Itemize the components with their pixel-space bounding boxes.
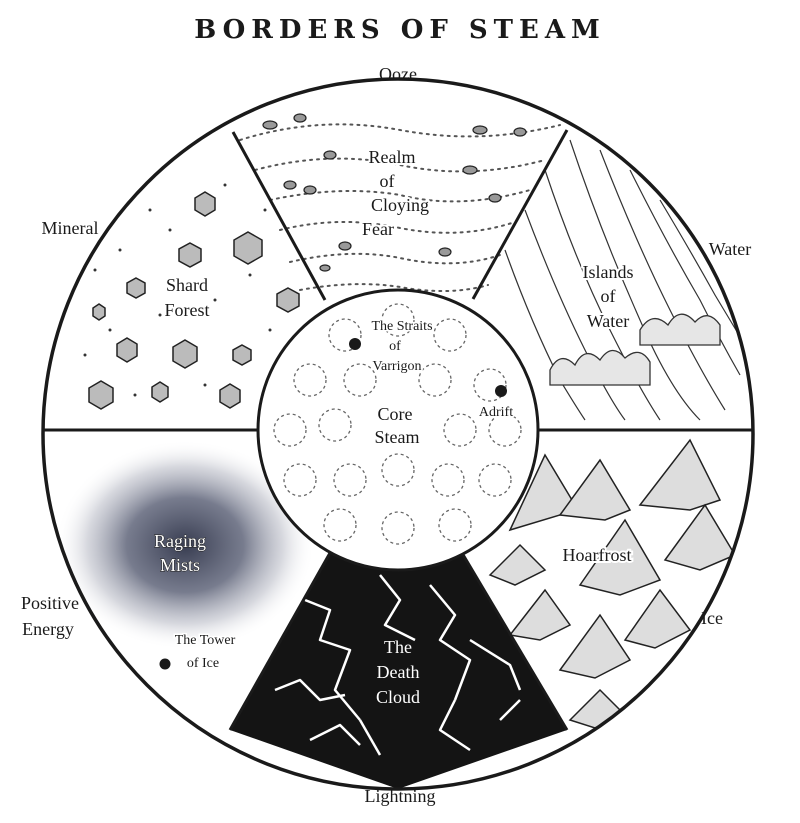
label-energy: Energy <box>22 619 74 639</box>
region-ice-line1: Hoarfrost <box>563 545 632 565</box>
region-core-line2: Steam <box>375 427 420 447</box>
region-mineral-line1: Shard <box>166 275 208 295</box>
plane-boundary-circle <box>41 77 755 791</box>
label-lightning: Lightning <box>365 786 436 806</box>
region-positive-line2: Mists <box>160 555 200 575</box>
core-steam-circle <box>256 288 540 572</box>
region-mineral-line2: Forest <box>165 300 210 320</box>
location-markers <box>159 338 507 670</box>
location-straits-line3: Varrigon <box>373 359 422 374</box>
raging-mists-cloud <box>55 440 315 650</box>
label-ice: Ice <box>701 608 723 628</box>
location-straits-line2: of <box>389 339 401 354</box>
sector-dividers <box>43 129 753 731</box>
mineral-specks <box>83 183 282 397</box>
location-tower-line1: The Tower <box>175 633 236 648</box>
region-ooze-line1: Realm <box>369 147 416 167</box>
marker-straits-of-varrigon <box>349 338 361 350</box>
location-tower-line2: of Ice <box>187 656 219 671</box>
water-streaks <box>504 139 746 421</box>
region-ooze-line4: Fear <box>362 219 394 239</box>
region-ooze-line3: Cloying <box>371 195 429 215</box>
location-adrift: Adrift <box>479 405 513 420</box>
marker-adrift <box>495 385 507 397</box>
ice-peaks <box>488 438 737 729</box>
region-water-line3: Water <box>587 311 630 331</box>
region-core-line1: Core <box>378 404 413 424</box>
lightning-sector <box>230 434 567 789</box>
location-straits-line1: The Straits <box>371 319 432 334</box>
region-lightning-line3: Cloud <box>376 687 420 707</box>
region-positive-line1: Raging <box>154 531 206 551</box>
label-water: Water <box>709 239 752 259</box>
water-waves <box>549 313 721 386</box>
core-steam-swirls <box>273 303 522 545</box>
region-water-line2: of <box>601 286 616 306</box>
label-positive: Positive <box>21 593 79 613</box>
label-mineral: Mineral <box>42 218 99 238</box>
region-lightning-line2: Death <box>377 662 420 682</box>
label-ooze: Ooze <box>379 64 417 84</box>
lightning-bolts <box>274 574 522 756</box>
region-lightning-line1: The <box>384 637 412 657</box>
region-water-line1: Islands <box>583 262 634 282</box>
region-ooze-line2: of <box>380 171 395 191</box>
marker-tower-of-ice <box>159 658 171 670</box>
ooze-blobs <box>262 113 527 272</box>
mineral-crystals <box>88 191 300 410</box>
map-title: BORDERS OF STEAM <box>194 15 606 45</box>
